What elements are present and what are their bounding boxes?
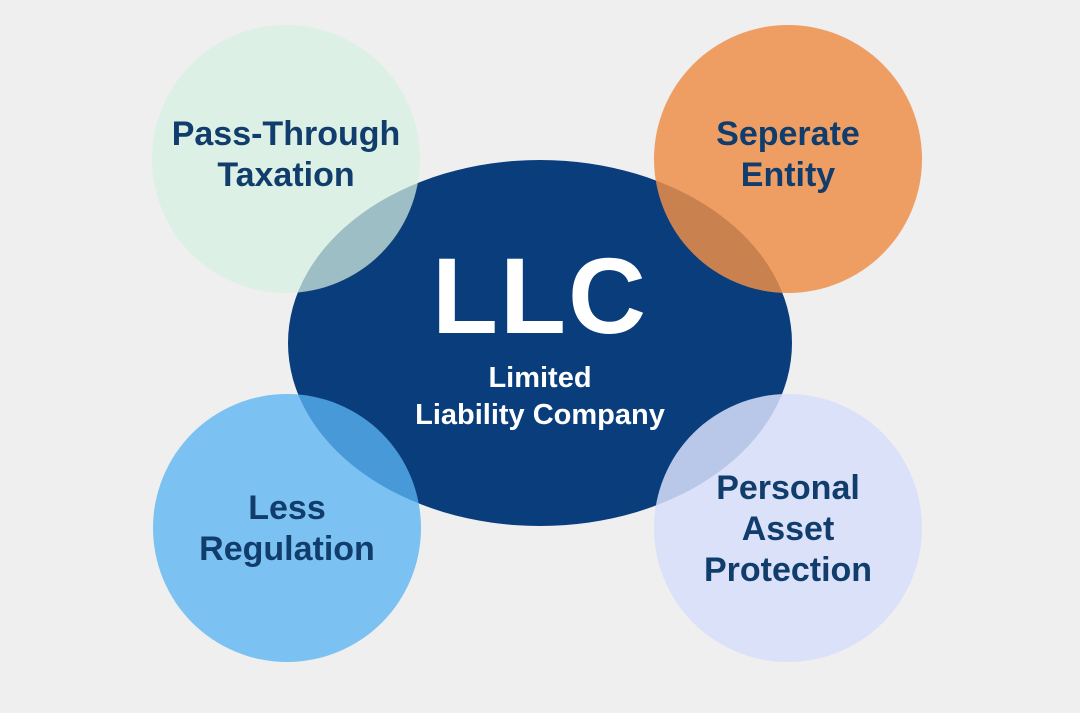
separate-entity-circle: [654, 25, 922, 293]
pass-through-taxation-label: Pass-Through Taxation: [171, 115, 401, 194]
less-regulation-circle: [153, 394, 421, 662]
less-regulation-label: Less Regulation: [199, 489, 375, 568]
separate-entity-label: Seperate Entity: [716, 115, 860, 194]
personal-asset-protection-label: Personal Asset Protection: [703, 469, 873, 589]
center-subtitle: Limited Liability Company: [415, 362, 665, 432]
personal-asset-protection-circle: [654, 394, 922, 662]
center-title: LLC: [432, 235, 648, 356]
pass-through-taxation-circle: [152, 25, 420, 293]
